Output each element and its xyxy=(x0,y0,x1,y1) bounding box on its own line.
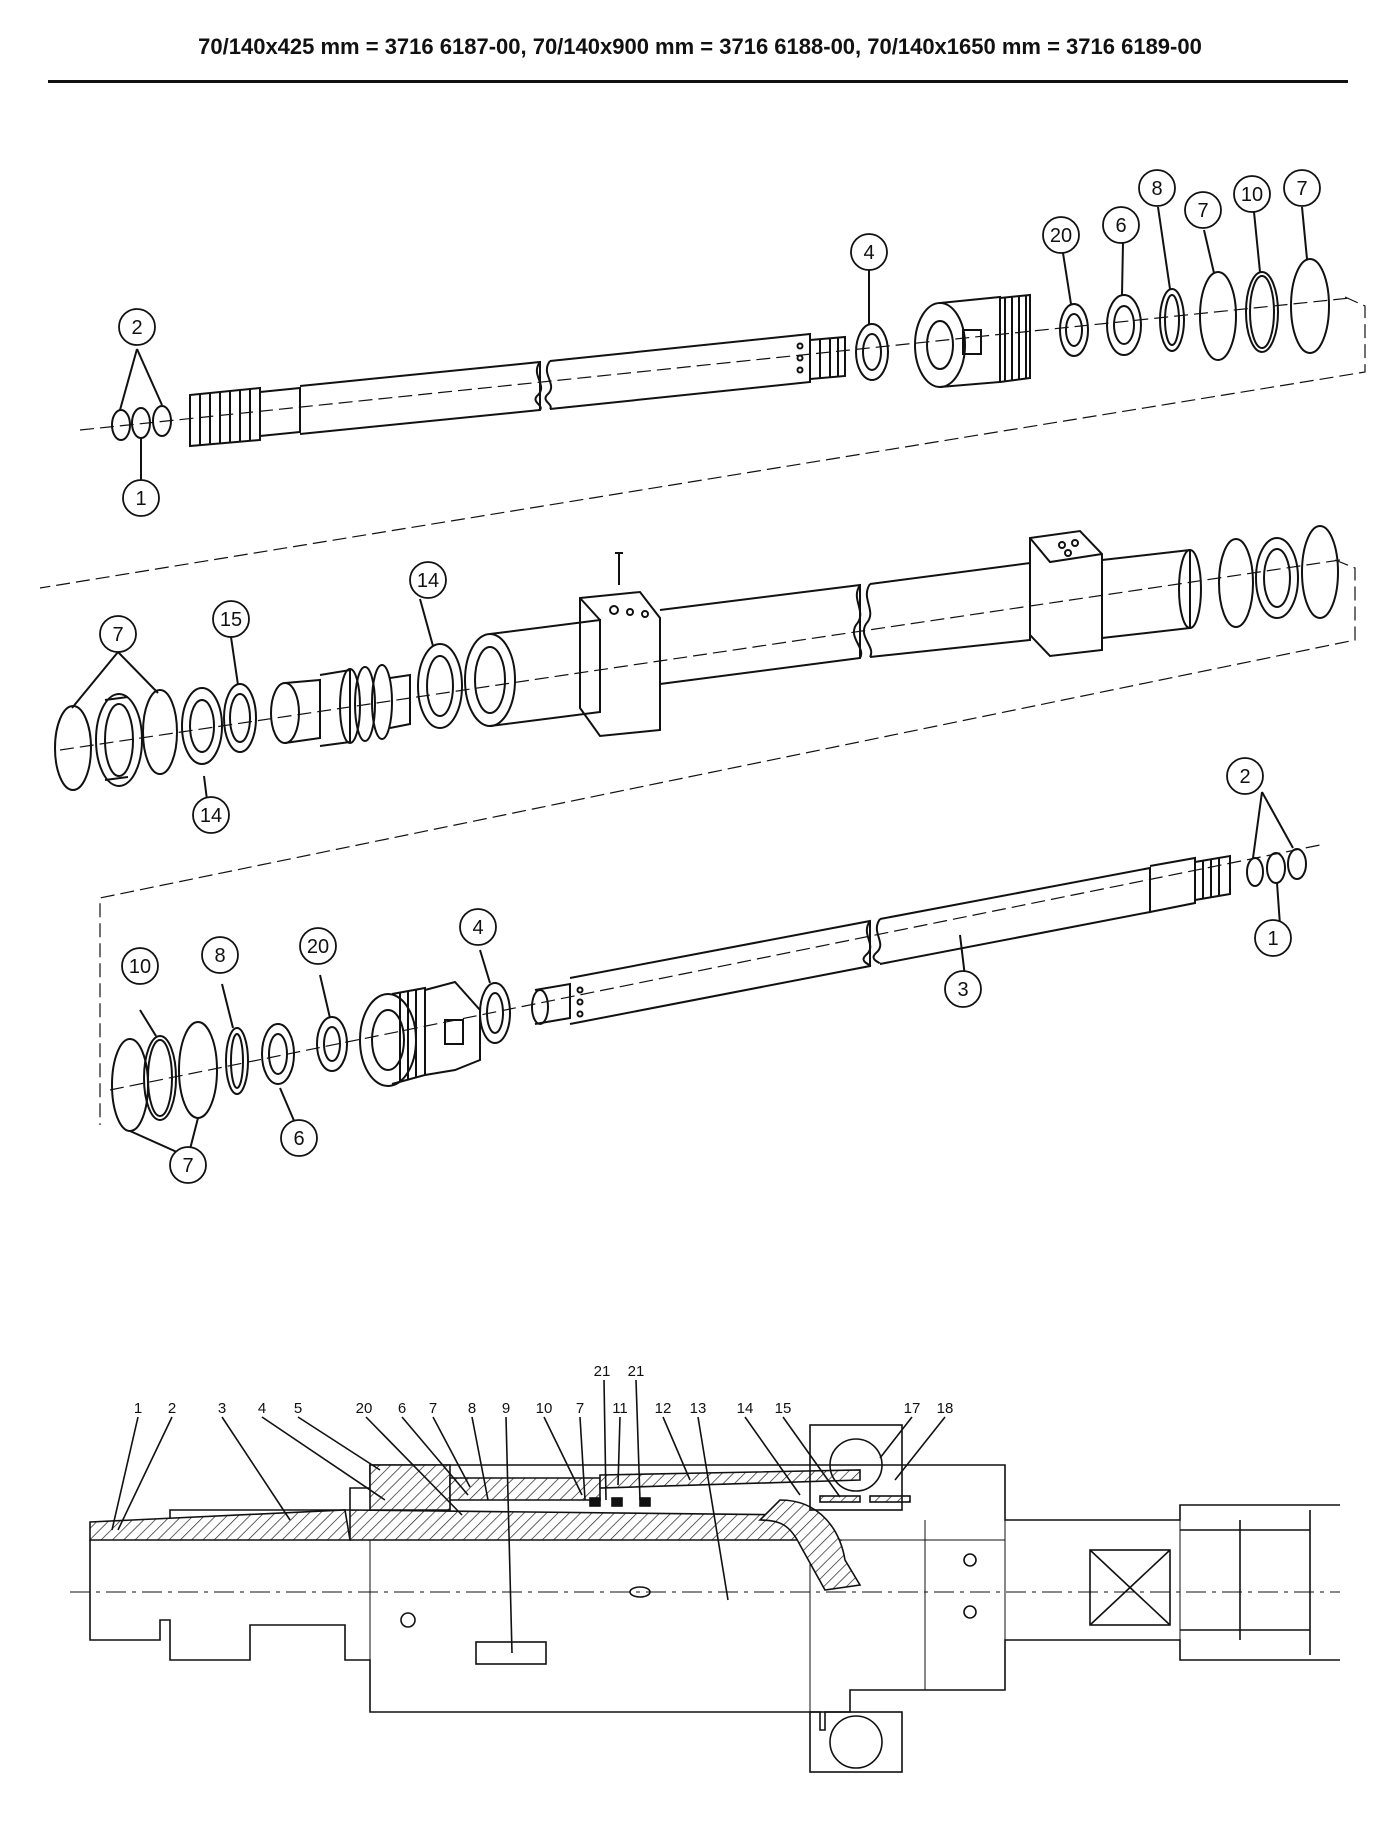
section-view-drawing xyxy=(70,1379,1340,1773)
svg-text:6: 6 xyxy=(293,1128,304,1150)
callout-r1-1: 1 xyxy=(122,479,160,517)
section-label-9: 9 xyxy=(502,1400,510,1417)
callout-r3-1: 1 xyxy=(1254,919,1292,957)
svg-text:4: 4 xyxy=(863,242,874,264)
section-label-14: 14 xyxy=(737,1400,754,1417)
svg-text:1: 1 xyxy=(1267,928,1278,950)
callout-r2-14b: 14 xyxy=(192,796,230,834)
callout-r1-4: 4 xyxy=(850,233,888,271)
section-view-labels: 1 2 3 4 5 20 6 7 8 9 10 7 21 21 11 12 13… xyxy=(134,1363,954,1417)
svg-text:7: 7 xyxy=(182,1155,193,1177)
callout-r1-7a: 7 xyxy=(1184,191,1222,229)
svg-text:14: 14 xyxy=(417,570,439,592)
callout-r3-8: 8 xyxy=(201,936,239,974)
svg-text:2: 2 xyxy=(1239,766,1250,788)
svg-text:7: 7 xyxy=(112,624,123,646)
callout-r1-2: 2 xyxy=(118,308,156,346)
svg-text:2: 2 xyxy=(131,317,142,339)
svg-text:15: 15 xyxy=(220,609,242,631)
svg-text:20: 20 xyxy=(1050,225,1072,247)
svg-text:7: 7 xyxy=(1197,200,1208,222)
header-rule xyxy=(48,80,1348,83)
callout-r3-4: 4 xyxy=(459,908,497,946)
section-label-6: 6 xyxy=(398,1400,406,1417)
section-label-21b: 21 xyxy=(628,1363,645,1380)
section-label-21a: 21 xyxy=(594,1363,611,1380)
svg-text:4: 4 xyxy=(472,917,483,939)
section-label-1: 1 xyxy=(134,1400,142,1417)
section-label-2: 2 xyxy=(168,1400,176,1417)
callout-r1-7b: 7 xyxy=(1283,169,1321,207)
svg-text:7: 7 xyxy=(1296,178,1307,200)
callout-r2-7: 7 xyxy=(99,615,137,653)
section-label-7b: 7 xyxy=(576,1400,584,1417)
svg-text:6: 6 xyxy=(1115,215,1126,237)
svg-text:10: 10 xyxy=(129,956,151,978)
section-label-13: 13 xyxy=(690,1400,707,1417)
section-label-3: 3 xyxy=(218,1400,226,1417)
section-label-7a: 7 xyxy=(429,1400,437,1417)
callout-r3-6: 6 xyxy=(280,1119,318,1157)
svg-text:10: 10 xyxy=(1241,184,1263,206)
section-label-18: 18 xyxy=(937,1400,954,1417)
section-label-20: 20 xyxy=(356,1400,373,1417)
callout-r3-7: 7 xyxy=(169,1146,207,1184)
section-label-8: 8 xyxy=(468,1400,476,1417)
svg-text:20: 20 xyxy=(307,936,329,958)
row1-rod-assembly xyxy=(39,206,1366,589)
section-label-12: 12 xyxy=(655,1400,672,1417)
row3-rod-assembly xyxy=(109,791,1321,1158)
svg-text:8: 8 xyxy=(214,945,225,967)
callout-r1-20: 20 xyxy=(1042,216,1080,254)
section-label-11: 11 xyxy=(612,1400,628,1417)
callout-r1-10: 10 xyxy=(1233,175,1271,213)
callout-r1-8: 8 xyxy=(1138,169,1176,207)
svg-text:14: 14 xyxy=(200,805,222,827)
callout-r2-15: 15 xyxy=(212,600,250,638)
callout-r3-10: 10 xyxy=(121,947,159,985)
section-label-4: 4 xyxy=(258,1400,266,1417)
row2-cylinder-body xyxy=(54,525,1356,1125)
section-label-5: 5 xyxy=(294,1400,302,1417)
callout-r3-20: 20 xyxy=(299,927,337,965)
callout-r3-2: 2 xyxy=(1226,757,1264,795)
svg-text:1: 1 xyxy=(135,488,146,510)
svg-text:8: 8 xyxy=(1151,178,1162,200)
callout-r2-14a: 14 xyxy=(409,561,447,599)
section-label-15: 15 xyxy=(775,1400,792,1417)
callout-r1-6: 6 xyxy=(1102,206,1140,244)
callout-r3-3: 3 xyxy=(944,970,982,1008)
exploded-view-callouts: 2 1 4 20 6 8 7 10 7 7 15 14 14 2 1 3 4 2… xyxy=(99,169,1321,1184)
section-label-17: 17 xyxy=(904,1400,921,1417)
section-label-10: 10 xyxy=(536,1400,553,1417)
page-title: 70/140x425 mm = 3716 6187-00, 70/140x900… xyxy=(198,34,1202,59)
svg-text:3: 3 xyxy=(957,979,968,1001)
